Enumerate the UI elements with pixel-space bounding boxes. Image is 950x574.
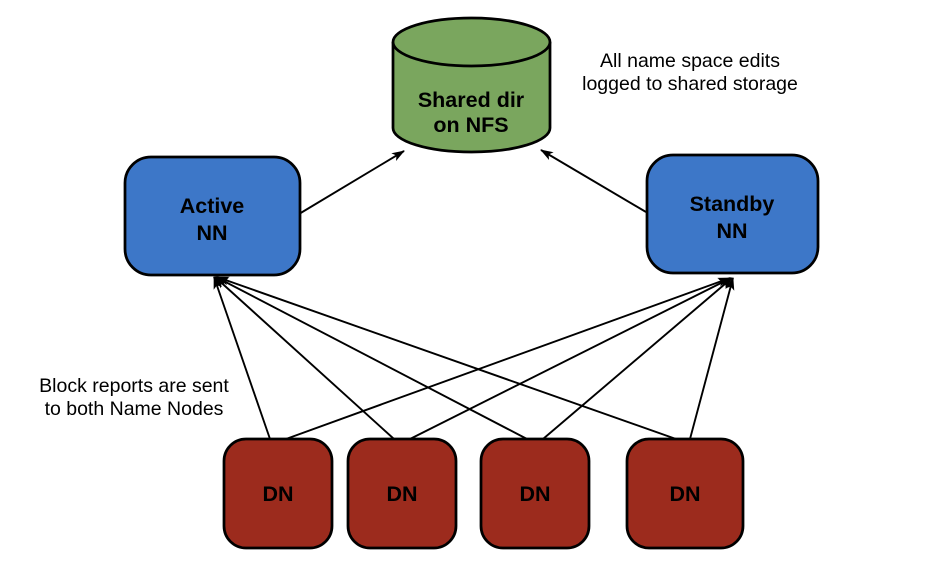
shared-storage-label-line1: Shared dir bbox=[418, 88, 525, 112]
namespace-edits-annotation: All name space edits logged to shared st… bbox=[582, 50, 798, 95]
namespace-edits-note-line1: All name space edits bbox=[600, 50, 780, 72]
arrow-dn2-to-standby-nn bbox=[409, 277, 732, 440]
active-namenode-box bbox=[123, 155, 302, 277]
block-reports-annotation: Block reports are sent to both Name Node… bbox=[39, 375, 229, 420]
arrow-dn1-to-standby-nn bbox=[285, 277, 731, 440]
datanode-1-label: DN bbox=[262, 482, 293, 506]
arrow-dn3-to-active-nn bbox=[215, 276, 528, 440]
standby-namenode-label-line1: Standby bbox=[690, 192, 775, 216]
active-namenode-label-line2: NN bbox=[196, 221, 227, 245]
shared-storage-label-line2: on NFS bbox=[433, 113, 508, 137]
datanode-1: DN bbox=[222, 437, 334, 550]
datanode-2-box bbox=[346, 437, 458, 550]
namespace-edits-note-line2: logged to shared storage bbox=[582, 73, 798, 95]
datanode-4-label: DN bbox=[669, 482, 700, 506]
cylinder-body bbox=[391, 42, 552, 154]
arrow-dn4-to-active-nn bbox=[216, 276, 677, 440]
arrow-standby-nn-to-shared-storage bbox=[540, 149, 647, 213]
arrow-active-nn-to-shared-storage bbox=[298, 150, 405, 215]
datanode-3-box bbox=[479, 437, 591, 550]
datanode-4: DN bbox=[625, 437, 745, 550]
standby-namenode-box bbox=[645, 153, 820, 275]
datanode-1-box bbox=[222, 437, 334, 550]
datanode-3-label: DN bbox=[519, 482, 550, 506]
datanode-2: DN bbox=[346, 437, 458, 550]
arrow-dn4-to-standby-nn bbox=[689, 277, 735, 440]
active-namenode-label-line1: Active bbox=[180, 194, 245, 218]
block-reports-note-line2: to both Name Nodes bbox=[45, 398, 224, 420]
cylinder-top bbox=[391, 16, 552, 68]
block-reports-note-line1: Block reports are sent bbox=[39, 375, 229, 397]
active-namenode: Active NN bbox=[123, 155, 302, 277]
standby-namenode-label-line2: NN bbox=[716, 219, 747, 243]
shared-storage-cylinder: Shared dir on NFS bbox=[391, 16, 552, 154]
arrow-dn1-to-active-nn bbox=[213, 276, 271, 440]
standby-namenode: Standby NN bbox=[645, 153, 820, 275]
datanode-4-box bbox=[625, 437, 745, 550]
arrow-dn3-to-standby-nn bbox=[542, 277, 733, 440]
arrow-dn2-to-active-nn bbox=[214, 276, 395, 440]
datanode-3: DN bbox=[479, 437, 591, 550]
datanode-2-label: DN bbox=[386, 482, 417, 506]
